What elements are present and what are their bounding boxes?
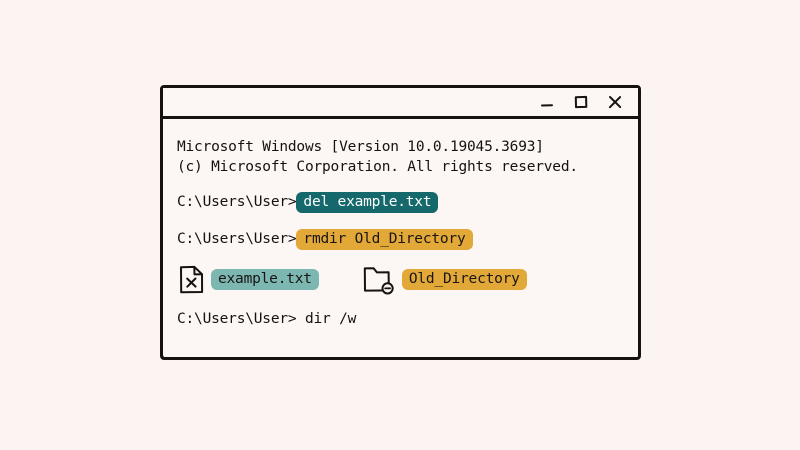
list-directory-command: C:\Users\User> dir /w xyxy=(177,309,622,330)
spacer xyxy=(177,213,622,229)
console-output: Microsoft Windows [Version 10.0.19045.36… xyxy=(163,119,638,330)
spacer xyxy=(177,250,622,264)
list-directory-command-text[interactable]: dir /w xyxy=(304,311,357,327)
deleted-file-target[interactable]: example.txt xyxy=(179,265,319,294)
folder-remove-icon xyxy=(363,265,395,294)
minimize-icon[interactable] xyxy=(538,93,556,111)
delete-file-command-text[interactable]: del example.txt xyxy=(296,192,439,213)
spacer xyxy=(177,294,622,309)
title-bar xyxy=(163,88,638,119)
removed-folder-target[interactable]: Old_Directory xyxy=(363,265,527,294)
maximize-icon[interactable] xyxy=(572,93,590,111)
close-icon[interactable] xyxy=(606,93,624,111)
spacer xyxy=(177,177,622,192)
deleted-file-label: example.txt xyxy=(211,268,319,290)
banner-line-copyright: (c) Microsoft Corporation. All rights re… xyxy=(177,158,578,175)
banner-line-version: Microsoft Windows [Version 10.0.19045.36… xyxy=(177,138,544,155)
prompt-label: C:\Users\User> xyxy=(177,231,297,247)
remove-directory-command-text[interactable]: rmdir Old_Directory xyxy=(296,229,473,250)
file-delete-icon xyxy=(179,265,204,294)
affected-items-row: example.txt Old_Directory xyxy=(177,264,622,294)
prompt-label: C:\Users\User> xyxy=(177,194,297,210)
prompt-label: C:\Users\User> xyxy=(177,311,305,327)
remove-directory-command: C:\Users\User>rmdir Old_Directory xyxy=(177,229,622,250)
delete-file-command: C:\Users\User>del example.txt xyxy=(177,192,622,213)
command-prompt-window: Microsoft Windows [Version 10.0.19045.36… xyxy=(160,85,641,360)
removed-folder-label: Old_Directory xyxy=(401,268,527,290)
